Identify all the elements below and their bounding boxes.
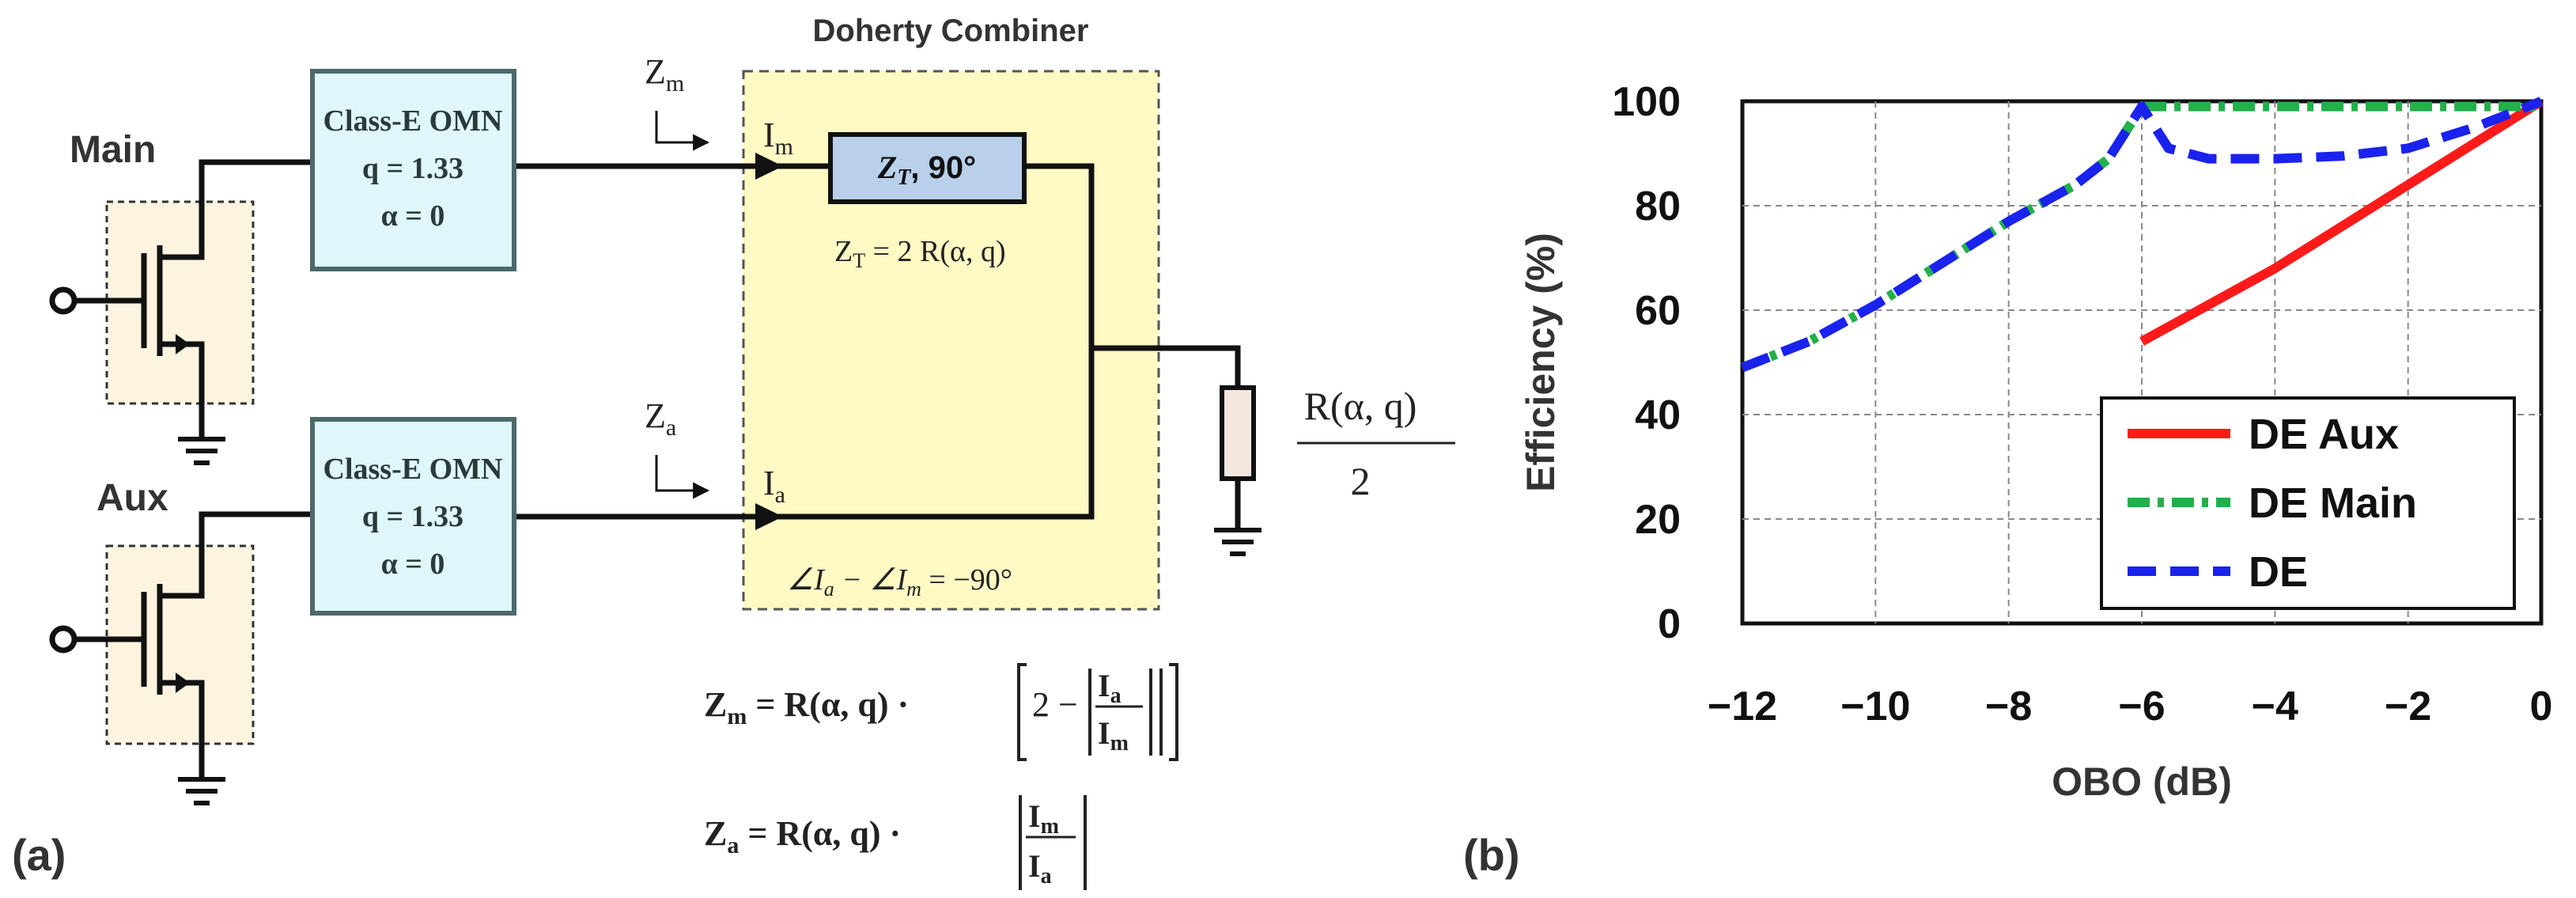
main-label: Main bbox=[70, 129, 156, 171]
load-resistor bbox=[1220, 385, 1256, 481]
ia-arrow bbox=[755, 503, 783, 530]
ia-label: Ia bbox=[763, 464, 785, 508]
y-tick-label: 20 bbox=[1635, 497, 1681, 543]
legend-label: DE bbox=[2249, 548, 2308, 596]
main-wire-in bbox=[199, 159, 312, 168]
za-arrow bbox=[655, 455, 710, 499]
omn-aux-line3: α = 0 bbox=[381, 548, 445, 581]
omn-aux-box bbox=[310, 417, 516, 616]
panel-a-label: (a) bbox=[12, 830, 66, 880]
phase-equation: ∠Ia − ∠Im = −90° bbox=[787, 563, 1012, 601]
load-numerator: R(α, q) bbox=[1304, 384, 1417, 428]
load-denominator: 2 bbox=[1351, 459, 1371, 503]
main-transistor bbox=[49, 166, 255, 465]
legend-label: DE Aux bbox=[2249, 411, 2399, 458]
series-line-de-aux bbox=[2139, 97, 2544, 346]
tline-label: ZT, 90° bbox=[877, 150, 976, 190]
x-tick-label: −8 bbox=[1985, 684, 2032, 729]
tline-box bbox=[828, 132, 1027, 204]
panel-a: Doherty Combiner Main bbox=[12, 13, 1455, 890]
zm-equation: Zm = R(α, q) · 2 − Ia Im bbox=[704, 663, 1178, 761]
omn-main-line1: Class-E OMN bbox=[323, 104, 503, 138]
omn-aux-line1: Class-E OMN bbox=[323, 453, 503, 486]
omn-main-line2: q = 1.33 bbox=[362, 152, 463, 185]
legend-label: DE Main bbox=[2249, 479, 2417, 527]
svg-text:Ia: Ia bbox=[1028, 848, 1052, 889]
svg-text:2 −: 2 − bbox=[1032, 685, 1078, 724]
x-axis-label: OBO (dB) bbox=[2052, 760, 2232, 804]
x-tick-label: −2 bbox=[2385, 684, 2431, 729]
zt-equation: ZT = 2 R(α, q) bbox=[834, 235, 1006, 272]
im-label: Im bbox=[763, 116, 793, 160]
y-tick-label: 80 bbox=[1635, 184, 1681, 229]
series-line-de bbox=[1740, 97, 2544, 373]
x-tick-label: −4 bbox=[2252, 684, 2298, 729]
y-tick-label: 100 bbox=[1612, 79, 1681, 125]
series-layer bbox=[1740, 97, 2544, 373]
svg-text:Im: Im bbox=[1098, 715, 1129, 756]
combiner-title: Doherty Combiner bbox=[813, 13, 1089, 48]
omn-main-line3: α = 0 bbox=[381, 199, 445, 233]
y-axis-label: Efficiency (%) bbox=[1519, 233, 1563, 492]
svg-text:Za = R(α, q) ·: Za = R(α, q) · bbox=[704, 814, 901, 858]
za-equation: Za = R(α, q) · Im Ia bbox=[704, 795, 1087, 890]
x-tick-label: −12 bbox=[1708, 684, 1777, 729]
omn-main-box bbox=[310, 69, 516, 271]
tline-wire bbox=[1024, 163, 1241, 388]
y-tick-label: 40 bbox=[1635, 392, 1681, 438]
svg-text:Im: Im bbox=[1028, 798, 1059, 839]
aux-wire-in bbox=[199, 511, 312, 518]
aux-wire-out bbox=[514, 344, 1095, 520]
panel-b: −12 −10 −8 −6 −4 −2 0 0 20 40 60 80 100 OBO (dB) Eff… bbox=[1463, 79, 2552, 880]
x-tick-label: −6 bbox=[2118, 684, 2165, 729]
panel-b-label: (b) bbox=[1463, 830, 1520, 880]
zm-label: Zm bbox=[645, 52, 684, 97]
svg-text:Ia: Ia bbox=[1098, 668, 1122, 708]
im-arrow bbox=[755, 153, 783, 180]
aux-label: Aux bbox=[96, 477, 168, 519]
y-tick-label: 60 bbox=[1635, 288, 1681, 334]
y-tick-label: 0 bbox=[1658, 601, 1681, 647]
x-tick-label: −10 bbox=[1840, 684, 1910, 729]
zm-arrow bbox=[655, 111, 710, 151]
tick-labels: −12 −10 −8 −6 −4 −2 0 0 20 40 60 80 100 bbox=[1612, 79, 2552, 729]
x-tick-label: 0 bbox=[2530, 684, 2553, 729]
za-label: Za bbox=[645, 396, 676, 441]
svg-text:Zm = R(α, q) ·: Zm = R(α, q) · bbox=[704, 685, 909, 729]
aux-transistor bbox=[49, 518, 255, 805]
omn-aux-line2: q = 1.33 bbox=[362, 500, 463, 533]
